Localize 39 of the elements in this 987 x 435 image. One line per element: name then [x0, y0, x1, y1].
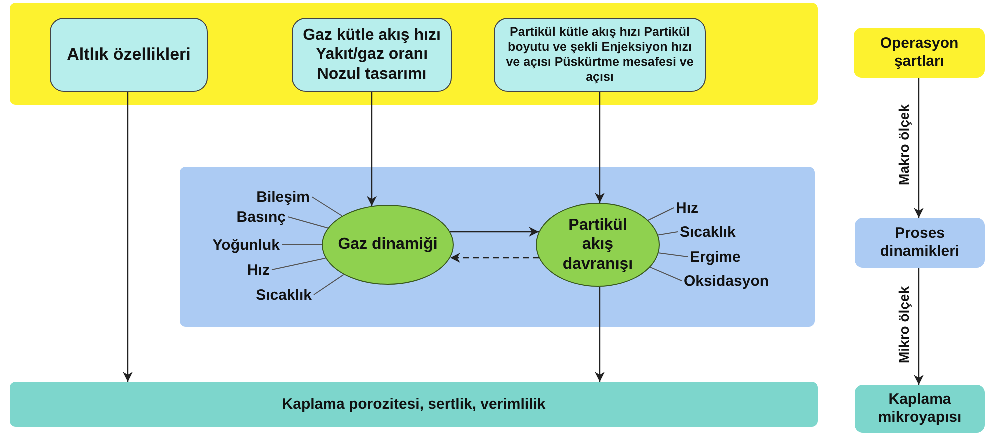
leader-line [314, 274, 344, 296]
edge-label: Makro ölçek [896, 104, 912, 186]
parameter-box: Gaz kütle akış hızı Yakıt/gaz oranı Nozul tasarımı [292, 18, 452, 92]
process-ellipse: Gaz dinamiği [322, 205, 454, 285]
leader-line [658, 252, 688, 258]
leader-label: Sıcaklık [236, 285, 312, 305]
arrow [367, 92, 377, 206]
background-band [180, 167, 815, 327]
leader-line [288, 216, 329, 229]
leader-label: Bileşim [236, 187, 310, 207]
scale-box: Operasyon şartları [854, 28, 985, 78]
leader-label: Ergime [690, 247, 758, 267]
arrow [450, 253, 540, 263]
leader-label: Oksidasyon [684, 271, 788, 291]
arrow [450, 227, 540, 237]
leader-label: Sıcaklık [680, 222, 756, 242]
leader-label: Yoğunluk [194, 235, 280, 255]
leader-line [272, 258, 326, 270]
leader-line [648, 208, 674, 221]
edge-label: Mikro ölçek [896, 286, 912, 364]
leader-line [282, 244, 322, 246]
arrow [595, 92, 605, 204]
parameter-box: Partikül kütle akış hızı Partikül boyutu ve şekli Enjeksiyon hızı ve açısı Püskürtme mesafesi ve açısı [494, 18, 706, 92]
scale-box: Kaplama mikroyapısı [855, 385, 985, 433]
leader-line [658, 232, 678, 236]
result-bar: Kaplama porozitesi, sertlik, verimlilik [10, 382, 818, 427]
process-ellipse: Partikül akış davranışı [536, 203, 660, 287]
leader-label: Hız [238, 260, 270, 280]
arrow [595, 286, 605, 382]
parameter-box: Altlık özellikleri [50, 18, 208, 92]
arrow [914, 78, 924, 218]
scale-box: Proses dinamikleri [855, 218, 985, 268]
arrow [123, 92, 133, 382]
leader-label: Hız [676, 198, 712, 218]
leader-line [312, 196, 343, 217]
arrow [914, 268, 924, 385]
leader-label: Basınç [216, 207, 286, 227]
background-band [10, 3, 818, 105]
leader-line [650, 266, 682, 282]
